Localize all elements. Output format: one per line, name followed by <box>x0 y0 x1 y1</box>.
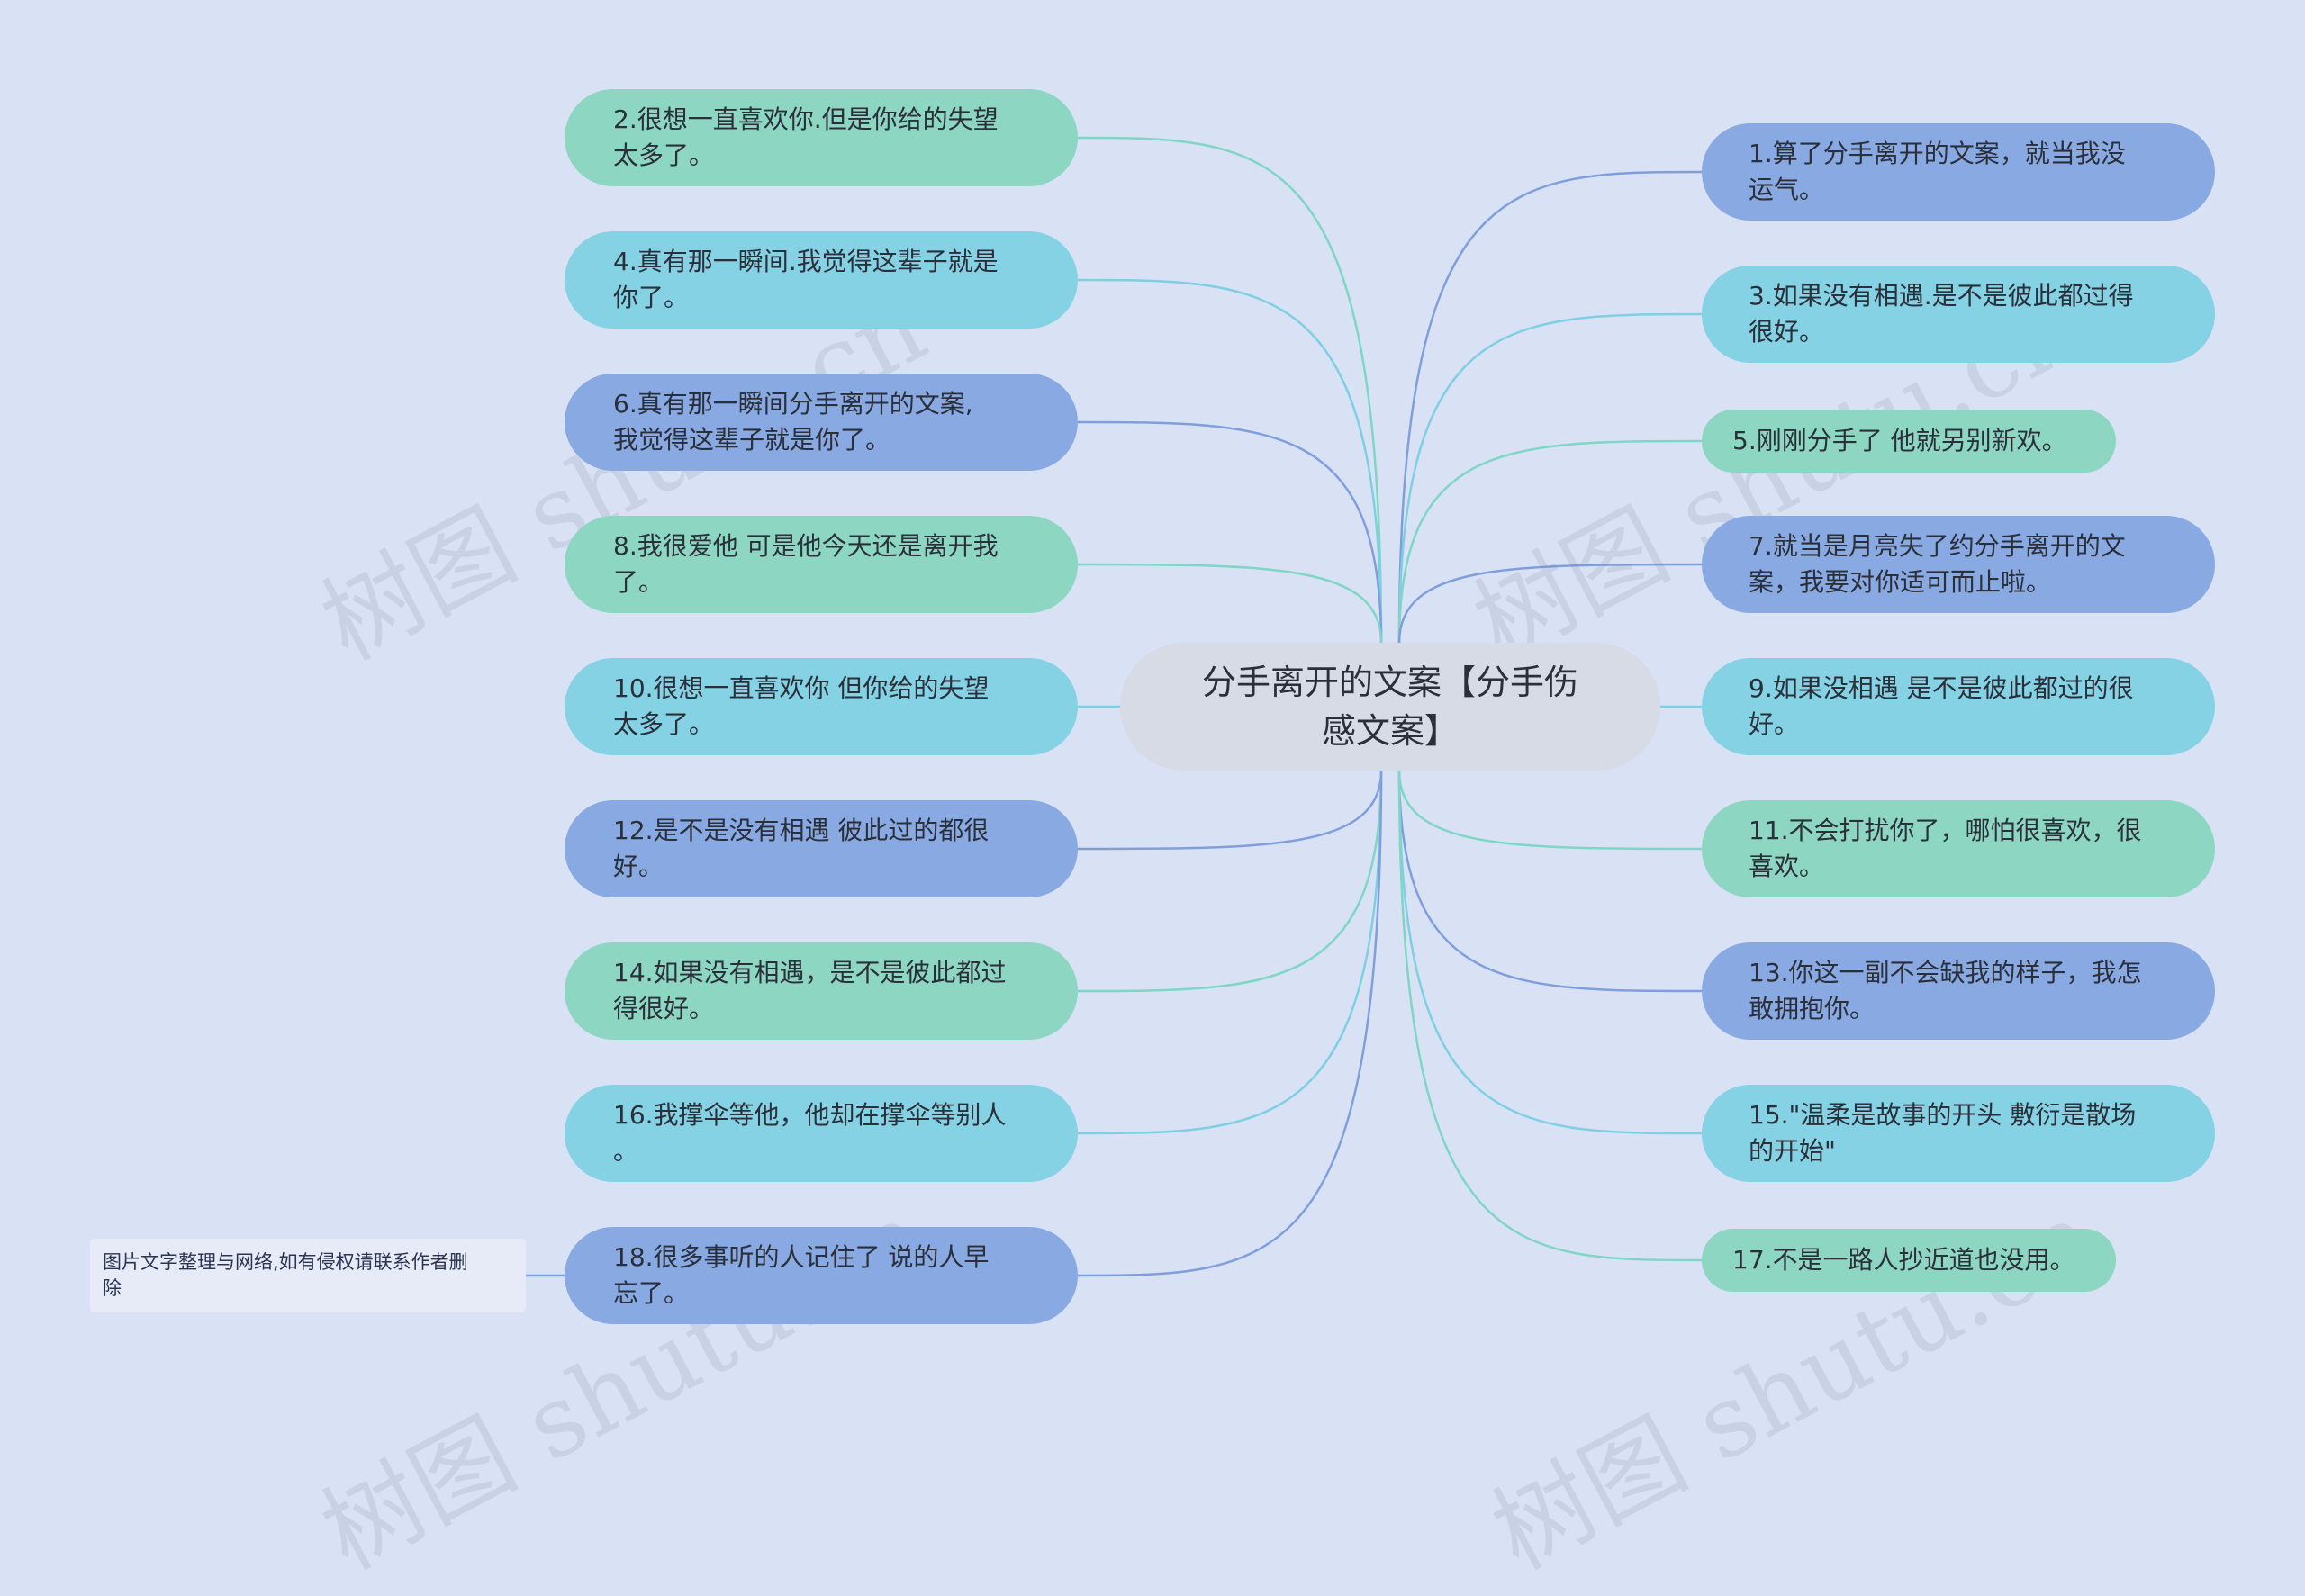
node-text: 17.不是一路人抄近道也没用。 <box>1732 1245 2075 1275</box>
node-text: 16.我撑伞等他，他却在撑伞等别人 。 <box>613 1100 1007 1166</box>
right-connector-7 <box>1397 770 1703 993</box>
right-node-5[interactable]: 9.如果没相遇 是不是彼此都过的很 好。 <box>1702 658 2215 755</box>
node-text: 7.就当是月亮失了约分手离开的文 案，我要对你适可而止啦。 <box>1749 531 2126 597</box>
left-node-6[interactable]: 12.是不是没有相遇 彼此过的都很 好。 <box>565 800 1078 897</box>
left-connector-6 <box>1077 770 1383 851</box>
node-text: 12.是不是没有相遇 彼此过的都很 好。 <box>613 816 990 881</box>
right-node-2[interactable]: 3.如果没有相遇.是不是彼此都过得 很好。 <box>1702 266 2215 363</box>
copyright-note: 图片文字整理与网络,如有侵权请联系作者删 除 <box>90 1239 526 1312</box>
node-text: 5.刚刚分手了 他就另别新欢。 <box>1732 426 2067 455</box>
central-topic[interactable]: 分手离开的文案【分手伤 感文案】 <box>1120 643 1660 771</box>
right-node-9[interactable]: 17.不是一路人抄近道也没用。 <box>1702 1229 2116 1292</box>
right-node-1[interactable]: 1.算了分手离开的文案，就当我没 运气。 <box>1702 123 2215 221</box>
left-node-8[interactable]: 16.我撑伞等他，他却在撑伞等别人 。 <box>565 1085 1078 1182</box>
connector-layer <box>526 136 1703 1277</box>
node-text: 4.真有那一瞬间.我觉得这辈子就是 你了。 <box>613 247 999 312</box>
right-node-3[interactable]: 5.刚刚分手了 他就另别新欢。 <box>1702 410 2116 473</box>
node-text: 13.你这一副不会缺我的样子，我怎 敢拥抱你。 <box>1749 958 2142 1023</box>
node-text: 8.我很爱他 可是他今天还是离开我 了。 <box>613 531 999 597</box>
left-connector-9 <box>1077 770 1383 1277</box>
right-connector-1 <box>1397 170 1703 644</box>
right-connector-8 <box>1397 770 1703 1135</box>
right-node-7[interactable]: 13.你这一副不会缺我的样子，我怎 敢拥抱你。 <box>1702 942 2215 1040</box>
node-text: 18.很多事听的人记住了 说的人早 忘了。 <box>613 1242 990 1308</box>
node-text: 6.真有那一瞬间分手离开的文案, 我觉得这辈子就是你了。 <box>613 389 973 455</box>
left-connector-4 <box>1077 563 1383 644</box>
left-node-3[interactable]: 6.真有那一瞬间分手离开的文案, 我觉得这辈子就是你了。 <box>565 374 1078 471</box>
right-node-4[interactable]: 7.就当是月亮失了约分手离开的文 案，我要对你适可而止啦。 <box>1702 516 2215 613</box>
right-connector-4 <box>1397 563 1703 644</box>
node-text: 1.算了分手离开的文案，就当我没 运气。 <box>1749 139 2126 204</box>
node-text: 15."温柔是故事的开头 敷衍是散场 的开始" <box>1749 1100 2137 1166</box>
node-text: 9.如果没相遇 是不是彼此都过的很 好。 <box>1749 673 2134 739</box>
left-node-1[interactable]: 2.很想一直喜欢你.但是你给的失望 太多了。 <box>565 89 1078 186</box>
right-connector-6 <box>1397 770 1703 851</box>
right-node-6[interactable]: 11.不会打扰你了，哪怕很喜欢，很 喜欢。 <box>1702 800 2215 897</box>
right-node-8[interactable]: 15."温柔是故事的开头 敷衍是散场 的开始" <box>1702 1085 2215 1182</box>
left-node-4[interactable]: 8.我很爱他 可是他今天还是离开我 了。 <box>565 516 1078 613</box>
right-connector-2 <box>1397 312 1703 644</box>
left-connector-2 <box>1077 278 1383 644</box>
left-connector-3 <box>1077 420 1383 644</box>
right-connector-3 <box>1397 439 1703 644</box>
left-node-5[interactable]: 10.很想一直喜欢你 但你给的失望 太多了。 <box>565 658 1078 755</box>
left-node-2[interactable]: 4.真有那一瞬间.我觉得这辈子就是 你了。 <box>565 231 1078 329</box>
right-connector-9 <box>1397 770 1703 1262</box>
mindmap-canvas: 树图 shutu.cn 树图 shutu.cn 树图 shutu.cn 树图 s… <box>90 89 2215 1591</box>
left-connector-8 <box>1077 770 1383 1135</box>
node-text: 10.很想一直喜欢你 但你给的失望 太多了。 <box>613 673 990 739</box>
node-text: 3.如果没有相遇.是不是彼此都过得 很好。 <box>1749 281 2134 347</box>
left-node-7[interactable]: 14.如果没有相遇，是不是彼此都过 得很好。 <box>565 942 1078 1040</box>
left-node-9[interactable]: 18.很多事听的人记住了 说的人早 忘了。 <box>565 1227 1078 1324</box>
left-connector-1 <box>1077 136 1383 644</box>
node-text: 11.不会打扰你了，哪怕很喜欢，很 喜欢。 <box>1749 816 2142 881</box>
node-text: 14.如果没有相遇，是不是彼此都过 得很好。 <box>613 958 1007 1023</box>
node-text: 2.很想一直喜欢你.但是你给的失望 太多了。 <box>613 104 999 170</box>
left-connector-7 <box>1077 770 1383 993</box>
